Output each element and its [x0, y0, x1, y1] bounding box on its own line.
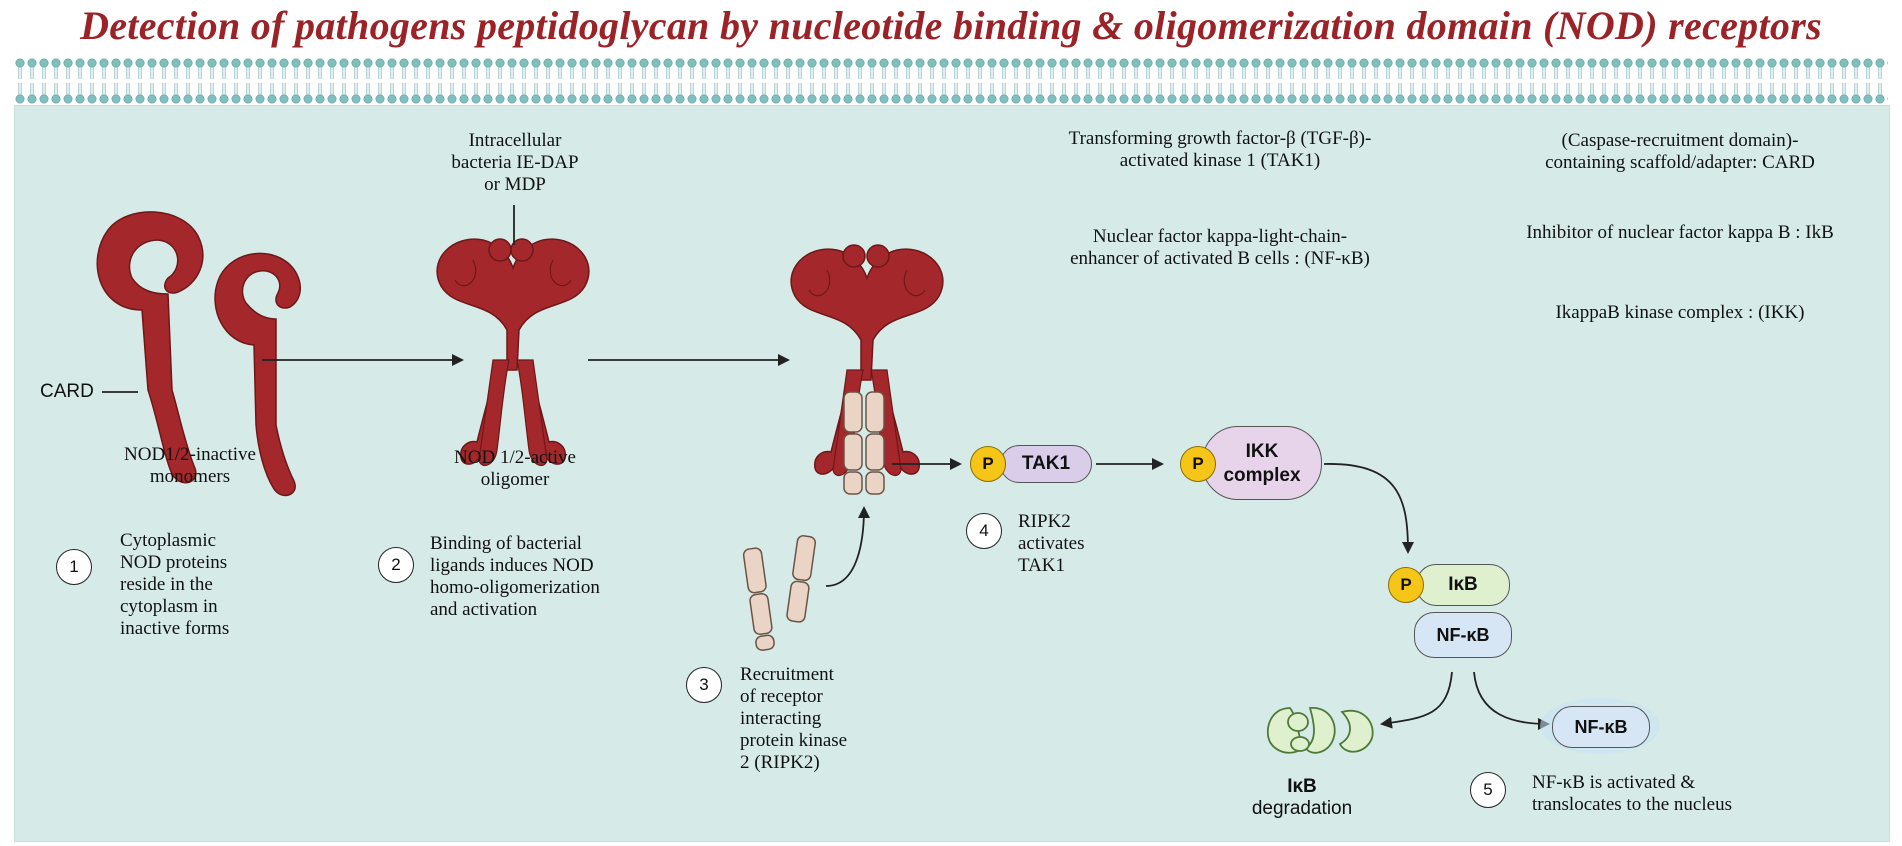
- glossary-ikb: Inhibitor of nuclear factor kappa B : Ik…: [1526, 222, 1834, 243]
- ligand-bead-right: [510, 238, 534, 262]
- page-title: Detection of pathogens peptidoglycan by …: [80, 3, 1822, 48]
- ikb-pill: IκB: [1416, 564, 1510, 606]
- ripk2-free: [742, 535, 817, 651]
- ikb-phospho: P: [1388, 567, 1424, 603]
- glossary-card: (Caspase-recruitment domain)-containing …: [1545, 130, 1815, 173]
- step-5-badge: 5: [1470, 772, 1506, 808]
- step-1-badge: 1: [56, 549, 92, 585]
- glossary-ikk: IkappaB kinase complex : (IKK): [1555, 302, 1805, 323]
- glossary-tak1: Transforming growth factor-β (TGF-β)-act…: [1068, 128, 1372, 171]
- glossary-nfkb: Nuclear factor kappa-light-chain-enhance…: [1070, 226, 1370, 269]
- arrow-to-nfkb-free: [1473, 671, 1550, 730]
- arrow-ripk2-recruitment: [825, 506, 870, 587]
- ripk2-bound: [843, 391, 885, 495]
- step-4-badge: 4: [966, 513, 1002, 549]
- cell-membrane: [14, 58, 1888, 104]
- ikk-phospho: P: [1180, 446, 1216, 482]
- nod-monomer-left: [96, 211, 204, 484]
- ikb-fragments: [1266, 707, 1374, 754]
- ikb-degradation-label: IκB degradation: [1251, 776, 1353, 819]
- step-3-badge: 3: [686, 667, 722, 703]
- tak1-phospho: P: [970, 446, 1006, 482]
- nfkb-bound-pill: NF-κB: [1414, 612, 1512, 658]
- inactive-monomers-label: NOD1/2-inactive monomers: [124, 444, 256, 487]
- card-label: CARD: [40, 381, 94, 402]
- nod-active-oligomer: [436, 238, 590, 467]
- tak1-pill: TAK1: [1000, 445, 1092, 483]
- arrow-ikk-to-ikb: [1323, 463, 1414, 554]
- ligand-label: Intracellular bacteria IE-DAP or MDP: [451, 130, 579, 195]
- ligand-bead-left: [488, 238, 512, 262]
- arrow-to-degradation: [1380, 671, 1453, 729]
- nfkb-free-pill: NF-κB: [1552, 706, 1650, 748]
- step-5-text: NF-κB is activated &translocates to the …: [1532, 772, 1732, 815]
- step-2-badge: 2: [378, 547, 414, 583]
- active-oligomer-label: NOD 1/2-active oligomer: [454, 447, 576, 490]
